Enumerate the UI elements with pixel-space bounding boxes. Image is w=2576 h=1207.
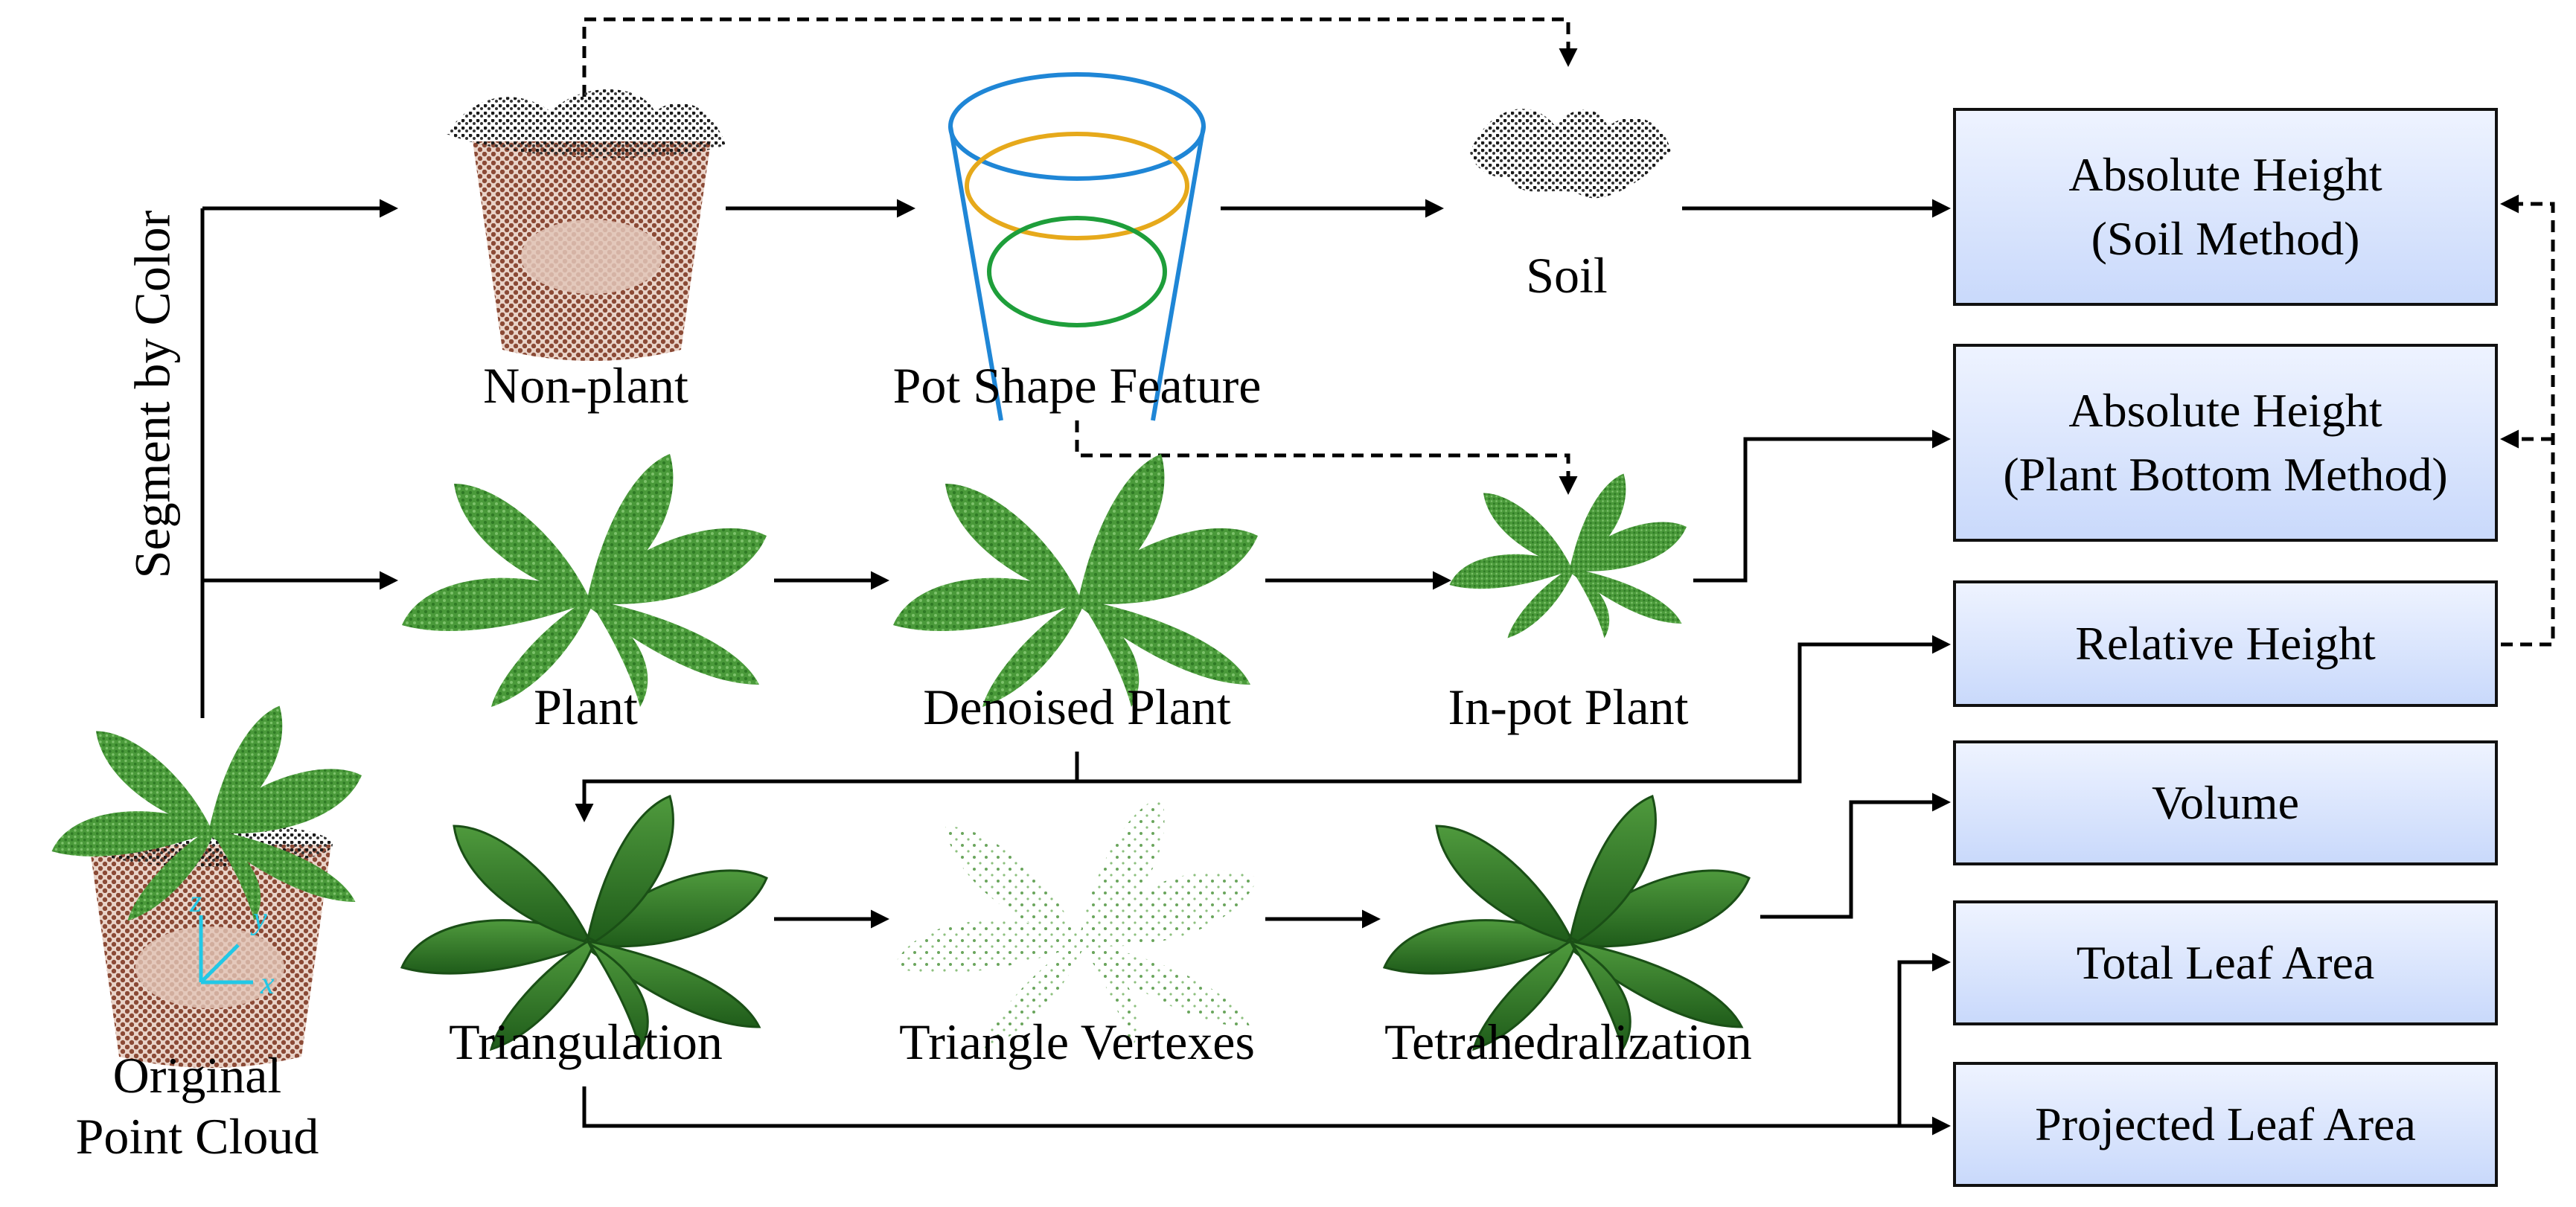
segment-by-color-label: Segment by Color <box>124 210 181 579</box>
plant-label: Plant <box>534 679 638 735</box>
denoised-plant-label: Denoised Plant <box>923 679 1231 735</box>
abs-soil-line2: (Soil Method) <box>2091 212 2360 265</box>
dashed-pot-to-inpot <box>1075 420 1578 495</box>
abs-bottom-line1: Absolute Height <box>2068 383 2382 437</box>
pot-shape-feature-label: Pot Shape Feature <box>892 357 1262 414</box>
triangulation-image <box>400 795 768 1051</box>
arrow-inpot-to-abs-bottom <box>1693 429 1951 583</box>
abs-soil-line1: Absolute Height <box>2068 147 2382 201</box>
arrow-denoised-to-triangulation <box>575 752 1079 822</box>
triangle-vertexes-label: Triangle Vertexes <box>899 1014 1255 1070</box>
arrow-to-projected-leaf <box>582 1086 1951 1136</box>
original-label-line2: Point Cloud <box>75 1107 319 1165</box>
tetrahedralization-image <box>1383 795 1751 1051</box>
original-point-cloud-label: Original Point Cloud <box>76 1046 319 1167</box>
connectors <box>200 199 1951 1136</box>
axes-indicator: z y x <box>189 885 275 1001</box>
soil-label: Soil <box>1526 247 1608 304</box>
abs-bottom-line2: (Plant Bottom Method) <box>2003 448 2448 501</box>
dashed-relative-feedback <box>2500 194 2555 647</box>
non-plant-label: Non-plant <box>483 357 688 414</box>
denoised-plant-image <box>893 454 1258 707</box>
dashed-connectors <box>582 17 2555 647</box>
projected-leaf-area-box: Projected Leaf Area <box>1953 1062 2498 1187</box>
volume-box: Volume <box>1953 740 2498 865</box>
dashed-nonplant-to-soil <box>582 17 1578 97</box>
arrow-tetra-to-volume <box>1760 793 1951 919</box>
original-point-cloud-image: z y x <box>51 705 362 1068</box>
absolute-height-bottom-box: Absolute Height (Plant Bottom Method) <box>1953 344 2498 542</box>
non-plant-image <box>447 89 726 361</box>
axis-y-label: y <box>250 902 267 936</box>
in-pot-plant-image <box>1449 473 1687 638</box>
total-leaf-area-box: Total Leaf Area <box>1953 900 2498 1025</box>
plant-image <box>402 454 767 707</box>
relative-height-box: Relative Height <box>1953 580 2498 707</box>
pot-shape-feature-image <box>948 72 1206 421</box>
arrow-to-total-leaf <box>1897 953 1951 1126</box>
in-pot-plant-label: In-pot Plant <box>1448 679 1689 735</box>
tetrahedralization-label: Tetrahedralization <box>1384 1014 1752 1070</box>
soil-image <box>1470 109 1671 199</box>
arrow-to-relative <box>1077 635 1951 784</box>
absolute-height-soil-box: Absolute Height (Soil Method) <box>1953 108 2498 306</box>
axis-z-label: z <box>189 885 202 919</box>
axis-x-label: x <box>260 967 275 1001</box>
original-label-line1: Original <box>112 1047 282 1104</box>
triangulation-label: Triangulation <box>449 1014 723 1070</box>
triangle-vertexes-image <box>893 796 1258 1049</box>
